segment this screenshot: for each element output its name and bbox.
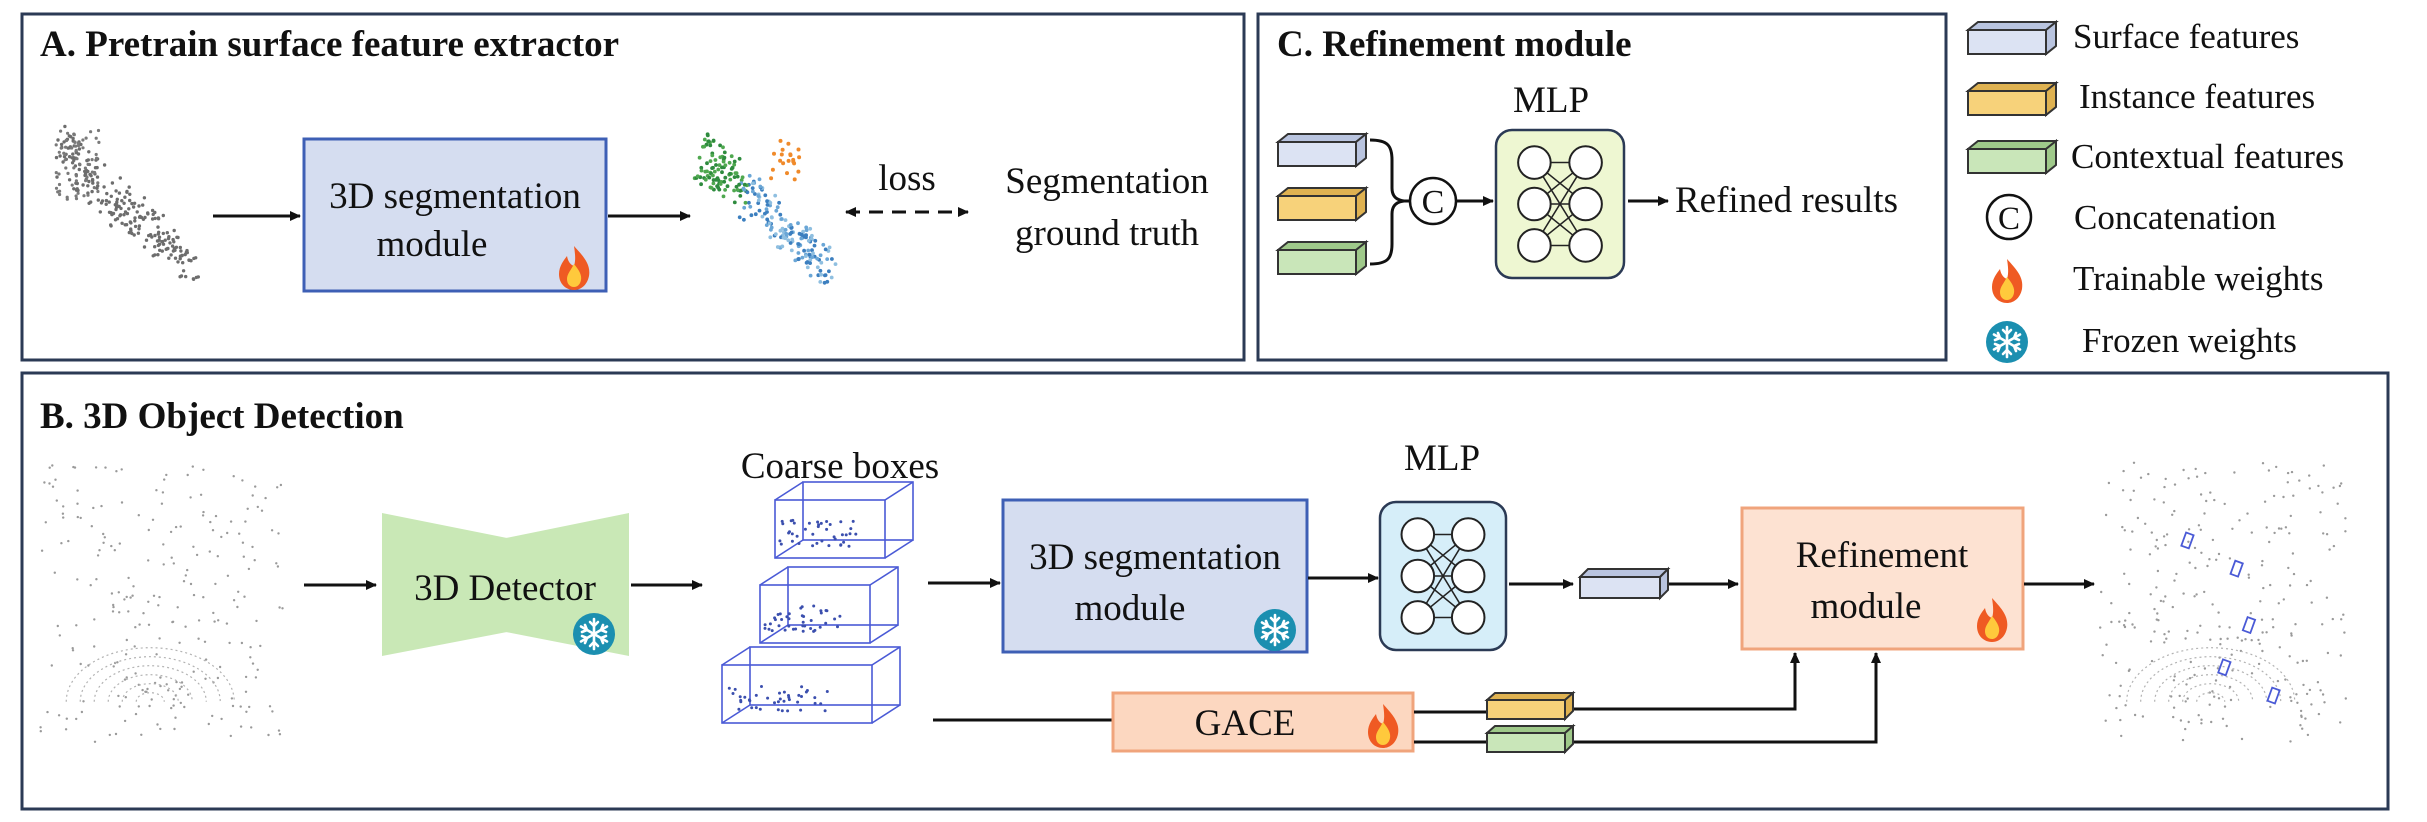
seg-module-b-line2: module xyxy=(1075,588,1186,629)
feature-bracket xyxy=(1369,138,1405,266)
legend-snowflake-icon xyxy=(1984,319,2030,365)
legend-trainable-label: Trainable weights xyxy=(2073,259,2324,298)
instance-feature-icon xyxy=(1275,185,1369,223)
refine-line2: module xyxy=(1811,586,1922,627)
snowflake-icon xyxy=(571,611,617,657)
arrow-instance-to-refine xyxy=(1574,652,1800,711)
panel-a-frame xyxy=(20,12,1246,362)
mlp-b-network xyxy=(1378,500,1508,652)
panel-a-title: A. Pretrain surface feature extractor xyxy=(40,24,619,65)
instance-feature-b-icon xyxy=(1484,690,1576,722)
output-scene-icon xyxy=(2099,461,2347,743)
legend-contextual-feature-icon xyxy=(1965,138,2059,176)
mlp-b-label: MLP xyxy=(1404,438,1480,479)
legend-frozen-label: Frozen weights xyxy=(2082,321,2297,360)
seg-module-a-line2: module xyxy=(377,224,488,265)
mlp-c-label: MLP xyxy=(1513,80,1589,121)
refine-module-b xyxy=(1740,506,2025,651)
mlp-c-network xyxy=(1494,128,1626,280)
detector-block xyxy=(382,513,507,656)
seg-module-b-line1: 3D segmentation xyxy=(1029,537,1281,578)
legend: Surface features Instance features Conte… xyxy=(1965,17,2344,365)
legend-concat-label: Concatenation xyxy=(2074,198,2276,237)
seg-module-a-line1: 3D segmentation xyxy=(329,176,581,217)
legend-concat-symbol: C xyxy=(1998,201,2020,237)
legend-surface-label: Surface features xyxy=(2073,17,2299,56)
arrow-context-to-refine xyxy=(1574,652,1881,744)
gace-label: GACE xyxy=(1195,703,1296,744)
loss-label: loss xyxy=(878,158,936,199)
legend-flame-icon xyxy=(1992,259,2023,303)
panel-b: B. 3D Object Detection 3D Detector Coars… xyxy=(20,371,2390,811)
refine-line1: Refinement xyxy=(1796,535,1969,576)
panel-a: A. Pretrain surface feature extractor 3D… xyxy=(20,12,1246,362)
legend-concat-icon xyxy=(1985,193,2033,241)
seg-snowflake-icon xyxy=(1252,607,1298,653)
seg-module-a xyxy=(302,137,608,293)
coarse-boxes-icon xyxy=(721,481,914,724)
concat-symbol: C xyxy=(1422,184,1445,221)
legend-surface-feature-icon xyxy=(1965,19,2059,57)
contextual-feature-b-icon xyxy=(1484,723,1576,755)
segmented-cloud-icon xyxy=(692,132,838,285)
contextual-feature-icon xyxy=(1275,239,1369,277)
legend-contextual-label: Contextual features xyxy=(2071,137,2344,176)
surface-feature-b-icon xyxy=(1577,566,1671,601)
gt-line2: ground truth xyxy=(1015,213,1199,254)
coarse-boxes-label: Coarse boxes xyxy=(741,446,939,487)
detector-label: 3D Detector xyxy=(414,568,596,609)
gt-line1: Segmentation xyxy=(1005,161,1208,202)
input-scene-icon xyxy=(39,464,284,743)
refined-results-label: Refined results xyxy=(1675,180,1898,221)
panel-c-title: C. Refinement module xyxy=(1277,24,1632,65)
panel-b-frame xyxy=(20,371,2390,811)
point-cloud-icon xyxy=(54,124,200,281)
panel-c: C. Refinement module C MLP Refined resul… xyxy=(1256,12,1948,362)
panel-c-frame xyxy=(1256,12,1948,362)
surface-feature-icon xyxy=(1275,131,1369,169)
gace-block xyxy=(1111,691,1415,753)
panel-b-title: B. 3D Object Detection xyxy=(40,396,404,437)
legend-instance-feature-icon xyxy=(1965,80,2059,118)
legend-instance-label: Instance features xyxy=(2079,77,2315,116)
